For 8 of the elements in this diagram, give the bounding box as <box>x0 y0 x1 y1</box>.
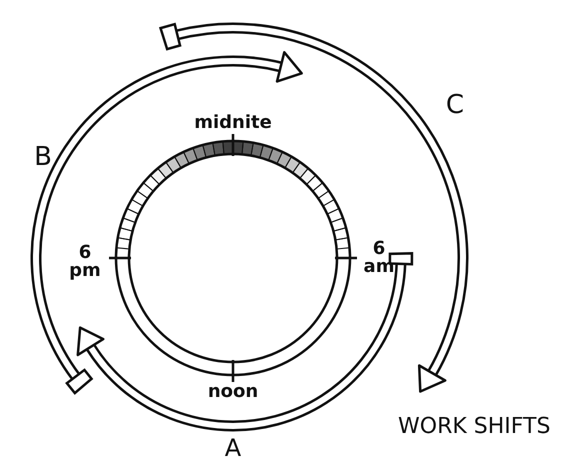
shift-letter: B <box>33 144 53 170</box>
shift-letter: C <box>444 92 466 118</box>
time-label: 6 am <box>362 240 396 276</box>
time-label: noon <box>206 383 260 401</box>
time-label: midnite <box>193 114 273 132</box>
shift-letter: A <box>224 436 242 460</box>
caption: WORK SHIFTS <box>398 414 550 439</box>
time-label: 6 pm <box>68 244 102 280</box>
